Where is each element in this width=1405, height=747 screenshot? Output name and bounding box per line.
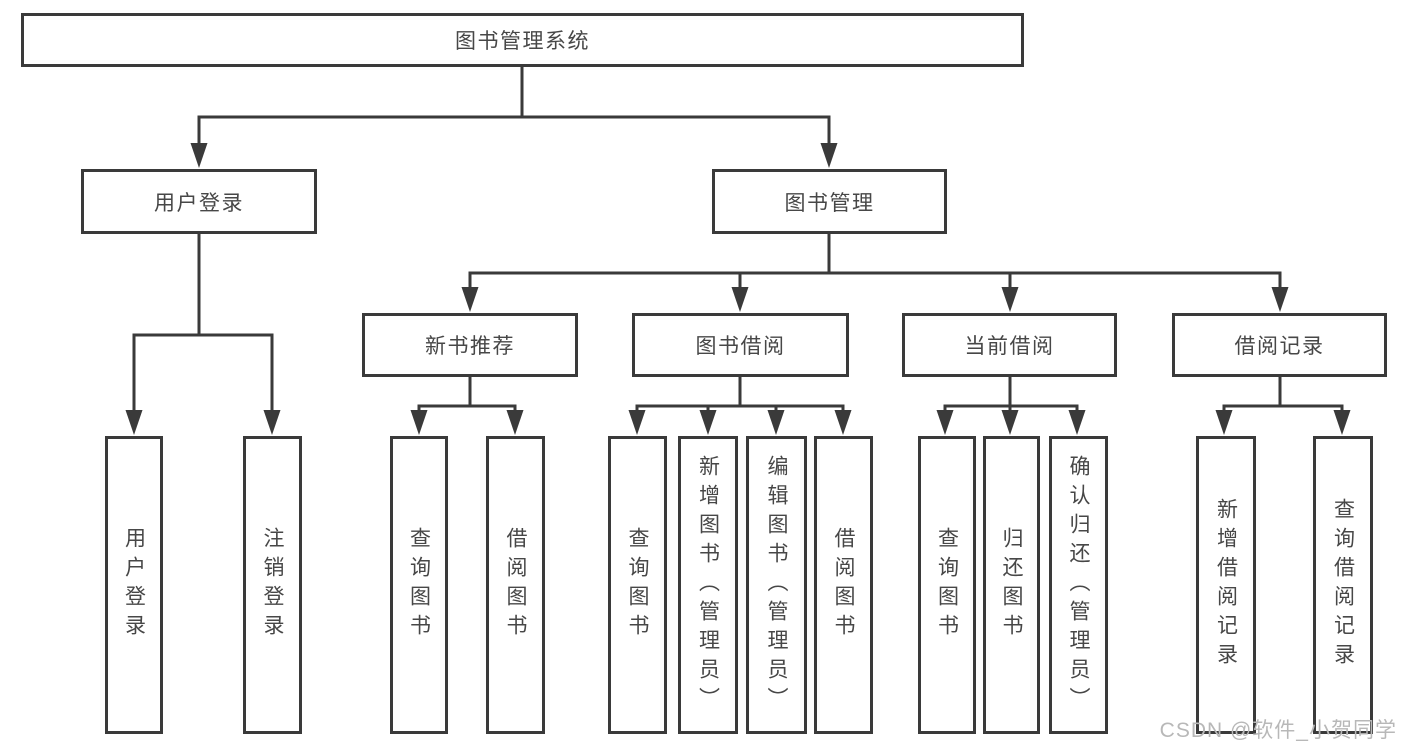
node-label: 用户登录: [154, 191, 244, 215]
leaf-add-borrow-record: 新增借阅记录: [1196, 436, 1256, 734]
leaf-edit-books-admin: 编辑图书（管理员）: [746, 436, 807, 734]
leaf-query-books-current: 查询图书: [918, 436, 976, 734]
node-label: 确认归还（管理员）: [1067, 454, 1090, 716]
node-label: 新增图书（管理员）: [696, 454, 720, 716]
node-label: 归还图书: [1000, 527, 1023, 643]
node-label: 图书管理系统: [455, 30, 590, 53]
node-current-borrowing: 当前借阅: [902, 313, 1117, 377]
node-label: 用户登录: [122, 527, 146, 643]
leaf-return-books: 归还图书: [983, 436, 1040, 734]
leaf-logout-login: 注销登录: [243, 436, 302, 734]
node-user-login: 用户登录: [81, 169, 317, 234]
leaf-query-books-borrowing: 查询图书: [608, 436, 667, 734]
leaf-confirm-return-admin: 确认归还（管理员）: [1049, 436, 1108, 734]
node-borrowing-records: 借阅记录: [1172, 313, 1387, 377]
node-book-borrowing: 图书借阅: [632, 313, 849, 377]
leaf-query-borrow-record: 查询借阅记录: [1313, 436, 1373, 734]
node-label: 新增借阅记录: [1214, 498, 1238, 672]
node-label: 借阅图书: [832, 527, 855, 643]
leaf-user-login: 用户登录: [105, 436, 163, 734]
leaf-query-books-recommend: 查询图书: [390, 436, 448, 734]
node-label: 借阅记录: [1234, 335, 1325, 358]
node-label: 查询图书: [626, 527, 649, 643]
node-label: 图书管理: [784, 191, 875, 215]
node-label: 查询图书: [935, 527, 959, 643]
node-label: 编辑图书（管理员）: [765, 454, 788, 716]
node-new-book-recommend: 新书推荐: [362, 313, 578, 377]
leaf-borrow-books-recommend: 借阅图书: [486, 436, 545, 734]
node-label: 查询借阅记录: [1331, 498, 1355, 672]
node-label: 借阅图书: [504, 527, 527, 643]
node-book-management: 图书管理: [712, 169, 947, 234]
node-library-system: 图书管理系统: [21, 13, 1024, 67]
leaf-borrow-books-borrowing: 借阅图书: [814, 436, 873, 734]
node-label: 图书借阅: [695, 335, 786, 358]
node-label: 查询图书: [407, 527, 431, 643]
csdn-watermark: CSDN @软件_小贺同学: [1159, 719, 1397, 742]
node-label: 新书推荐: [425, 335, 515, 358]
leaf-add-books-admin: 新增图书（管理员）: [678, 436, 738, 734]
node-label: 注销登录: [261, 527, 284, 643]
node-label: 当前借阅: [964, 335, 1055, 358]
